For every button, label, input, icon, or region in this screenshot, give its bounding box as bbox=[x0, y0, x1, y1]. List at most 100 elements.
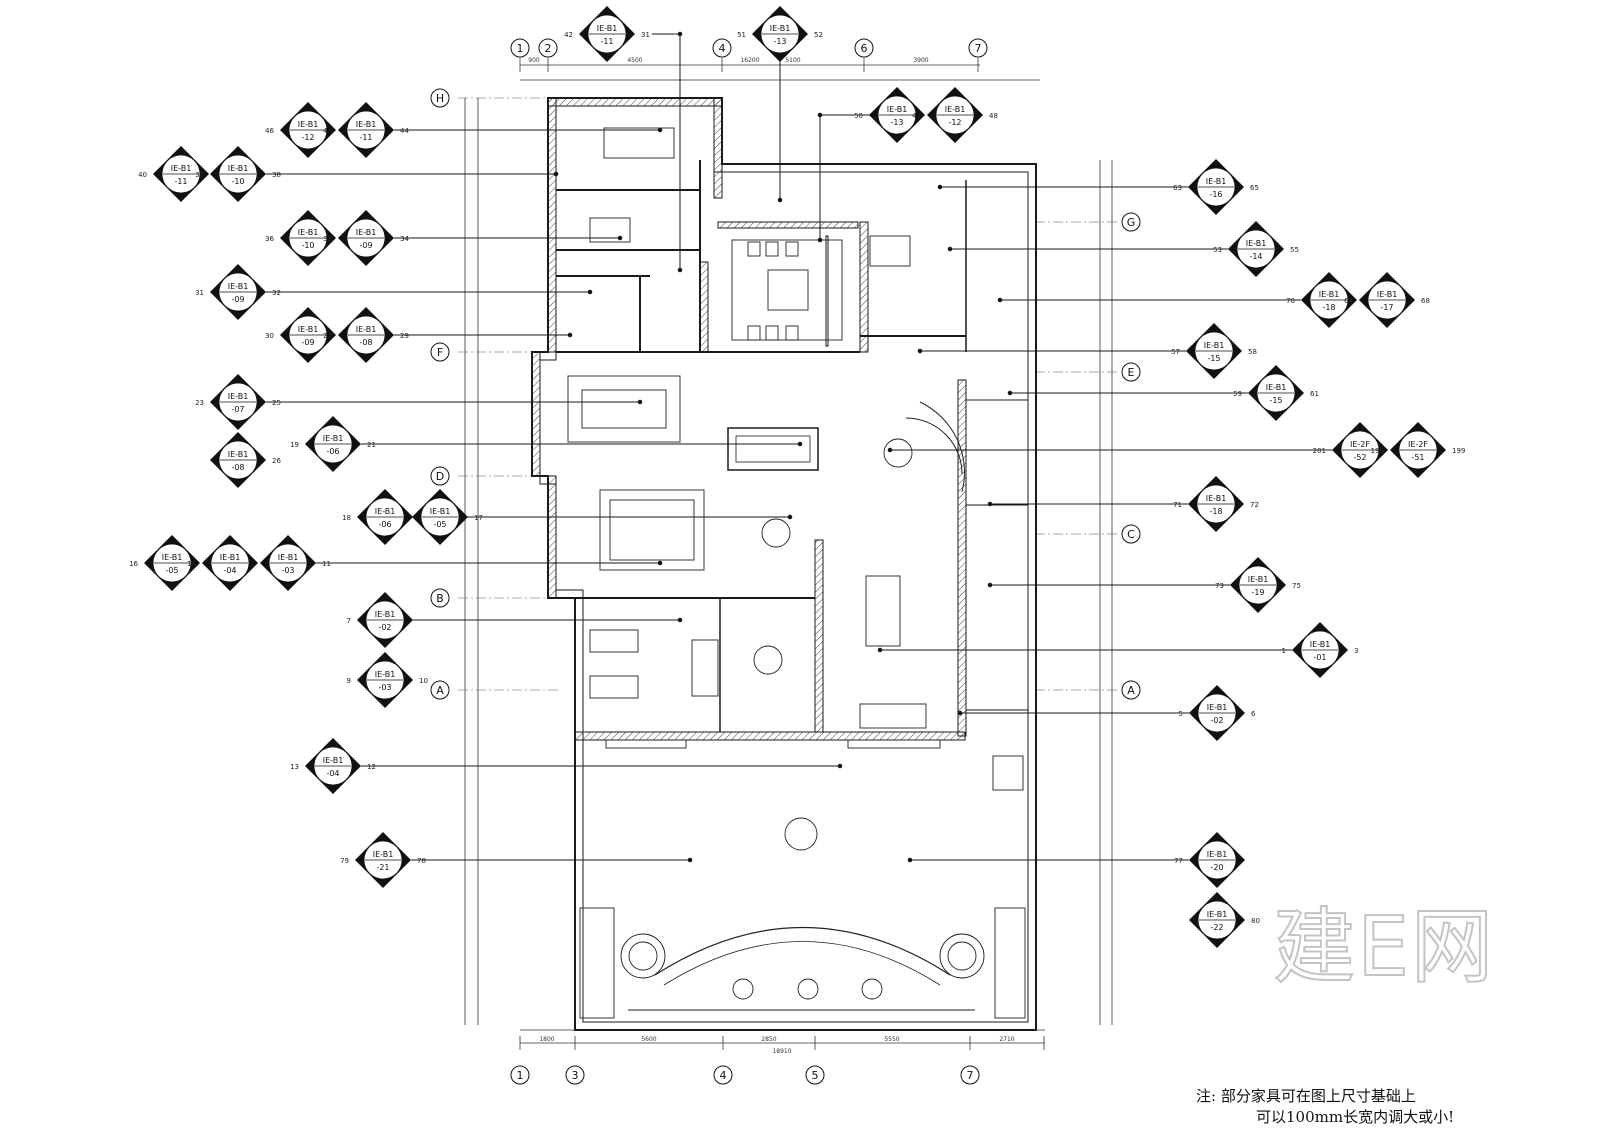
tag-number: -02 bbox=[1210, 716, 1223, 725]
tag-ref-right: 52 bbox=[814, 31, 823, 39]
tag-number: -21 bbox=[376, 863, 389, 872]
axis-bubble: A bbox=[430, 680, 450, 700]
tag-ref-right: 199 bbox=[1452, 447, 1465, 455]
tag-code: IE-B1 bbox=[597, 24, 618, 33]
leader-dot bbox=[657, 560, 663, 566]
axis-bubble: 3 bbox=[565, 1065, 585, 1085]
tag-ref-right: 65 bbox=[1250, 184, 1259, 192]
leader-dot bbox=[587, 289, 593, 295]
tag-ref-left: 51 bbox=[737, 31, 746, 39]
tag-ref-right: 72 bbox=[1250, 501, 1259, 509]
tag-number: -11 bbox=[359, 133, 372, 142]
tag-number: -10 bbox=[231, 177, 244, 186]
axis-circle bbox=[968, 38, 988, 58]
leader-dot bbox=[657, 127, 663, 133]
tag-code: IE-B1 bbox=[228, 164, 249, 173]
tag-number: -17 bbox=[1380, 303, 1393, 312]
tag-number: -15 bbox=[1269, 396, 1282, 405]
leader-dot bbox=[837, 763, 843, 769]
axis-label: 1 bbox=[517, 42, 524, 55]
watermark-logo: 建E网 bbox=[1272, 899, 1495, 996]
tag-ref-right: 75 bbox=[1292, 582, 1301, 590]
axis-circle bbox=[1121, 212, 1141, 232]
axis-circle bbox=[565, 1065, 585, 1085]
tag-ref-right: 55 bbox=[1290, 246, 1299, 254]
tag-code: IE-B1 bbox=[375, 670, 396, 679]
axis-label: A bbox=[436, 684, 444, 697]
tag-ref-left: 18 bbox=[342, 514, 351, 522]
tag-ref-left: 57 bbox=[1171, 348, 1180, 356]
tag-ref-left: 31 bbox=[195, 289, 204, 297]
tag-code: IE-2F bbox=[1350, 440, 1370, 449]
tag-number: -16 bbox=[1209, 190, 1222, 199]
tag-code: IE-B1 bbox=[220, 553, 241, 562]
axis-label: B bbox=[436, 592, 444, 605]
leader-dot bbox=[957, 710, 963, 716]
tag-number: -08 bbox=[359, 338, 372, 347]
tag-ref-right: 48 bbox=[989, 112, 998, 120]
tag-ref-right: 78 bbox=[417, 857, 426, 865]
tag-ref-left: 63 bbox=[1173, 184, 1182, 192]
tag-ref-left: 19 bbox=[290, 441, 299, 449]
axis-circle bbox=[430, 680, 450, 700]
tag-code: IE-B1 bbox=[887, 105, 908, 114]
tag-ref-right: 26 bbox=[272, 457, 281, 465]
elevation-tag: IE-B1-103635 bbox=[265, 210, 351, 266]
tag-number: -51 bbox=[1411, 453, 1424, 462]
drawing-note: 注: 部分家具可在图上尺寸基础上 可以100mm长宽内调大或小! bbox=[1196, 1086, 1454, 1128]
axis-label: G bbox=[1127, 216, 1136, 229]
axis-bubble: 1 bbox=[510, 1065, 530, 1085]
tag-code: IE-B1 bbox=[228, 282, 249, 291]
tag-ref-left: 16 bbox=[129, 560, 138, 568]
dimension-value: 5600 bbox=[641, 1036, 656, 1043]
tag-code: IE-B1 bbox=[1207, 910, 1228, 919]
axis-circle bbox=[1121, 680, 1141, 700]
tag-number: -52 bbox=[1353, 453, 1366, 462]
tag-code: IE-2F bbox=[1408, 440, 1428, 449]
tag-number: -18 bbox=[1322, 303, 1335, 312]
tag-ref-right: 21 bbox=[367, 441, 376, 449]
tag-ref-right: 12 bbox=[367, 763, 376, 771]
axis-circle bbox=[805, 1065, 825, 1085]
note-line-2: 可以100mm长宽内调大或小! bbox=[1256, 1108, 1455, 1126]
tag-ref-left: 70 bbox=[1286, 297, 1295, 305]
tag-number: -09 bbox=[359, 241, 372, 250]
dimension-value: 4500 bbox=[627, 57, 642, 64]
tag-code: IE-B1 bbox=[430, 507, 451, 516]
axis-circle bbox=[854, 38, 874, 58]
tag-ref-left: 71 bbox=[1173, 501, 1182, 509]
axis-circle bbox=[960, 1065, 980, 1085]
tag-ref-right: 61 bbox=[1310, 390, 1319, 398]
tag-ref-left: 43 bbox=[323, 127, 332, 135]
axis-label: 4 bbox=[720, 1069, 727, 1082]
axis-circle bbox=[430, 466, 450, 486]
axis-label: 1 bbox=[517, 1069, 524, 1082]
tag-number: -03 bbox=[378, 683, 391, 692]
axis-circle bbox=[430, 588, 450, 608]
tag-ref-left: 40 bbox=[138, 171, 147, 179]
axis-bubble: F bbox=[430, 342, 450, 362]
leader-dot bbox=[917, 348, 923, 354]
axis-label: 7 bbox=[975, 42, 982, 55]
axis-circle bbox=[510, 38, 530, 58]
leader-dot bbox=[997, 297, 1003, 303]
tag-number: -20 bbox=[1210, 863, 1223, 872]
leader-dot bbox=[677, 617, 683, 623]
leader-dot bbox=[987, 582, 993, 588]
